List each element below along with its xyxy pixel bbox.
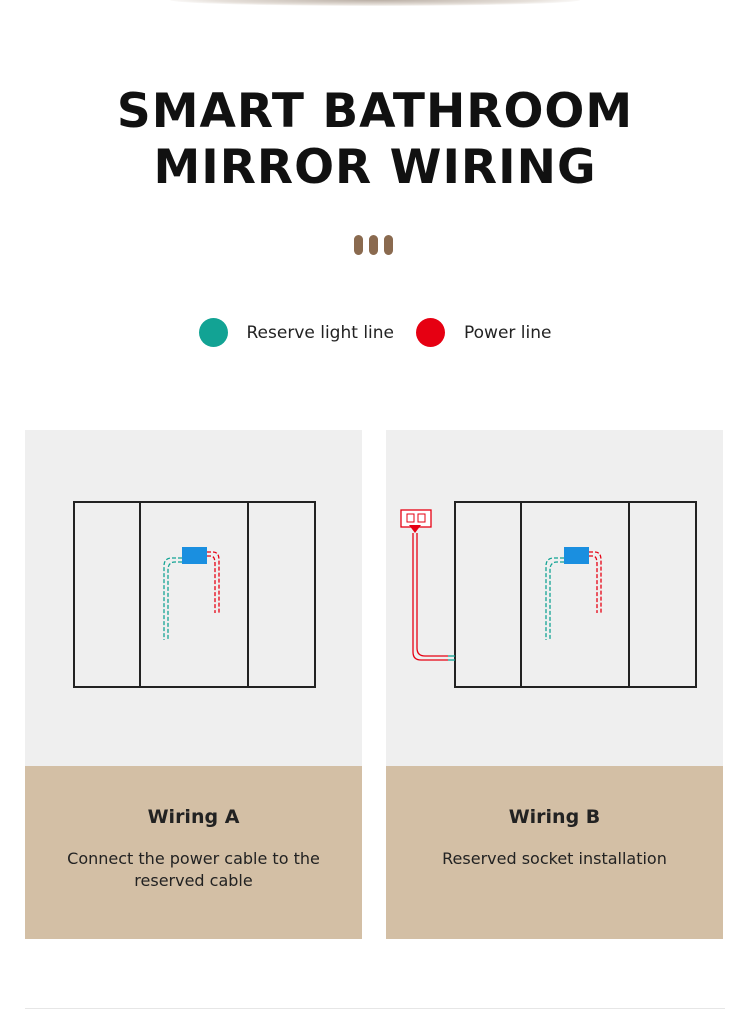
legend-item-reserve-light-line: Reserve light line <box>198 318 395 347</box>
reserve-light-line <box>545 557 564 640</box>
power-line <box>207 551 220 613</box>
divider-dot <box>354 235 363 255</box>
divider-dots <box>354 235 393 255</box>
divider-dot <box>369 235 378 255</box>
page-title-line-2: MIRROR WIRING <box>153 140 597 195</box>
legend-item-power-line: Power line <box>416 318 551 347</box>
mirror-cabinet-outline <box>454 501 697 688</box>
wiring-card-a: Wiring A Connect the power cable to the … <box>25 430 362 939</box>
red-circle-icon <box>416 318 445 347</box>
wiring-caption-panel: Wiring A Connect the power cable to the … <box>25 766 362 939</box>
cable-entry <box>448 655 455 661</box>
power-cable <box>412 533 448 661</box>
power-line <box>589 551 602 613</box>
legend-label: Power line <box>464 322 552 343</box>
wiring-diagram-panel <box>386 430 723 766</box>
divider-dot <box>384 235 393 255</box>
wiring-b-diagram <box>400 501 697 688</box>
wall-socket-icon <box>400 509 432 533</box>
mirror-cabinet-outline <box>73 501 316 688</box>
legend-label: Reserve light line <box>246 322 395 343</box>
wiring-diagram-panel <box>25 430 362 766</box>
card-title: Wiring B <box>508 806 601 828</box>
connector-box <box>564 547 589 564</box>
card-title: Wiring A <box>147 806 240 828</box>
reserve-light-line <box>163 557 182 640</box>
wiring-card-b: Wiring B Reserved socket installation <box>386 430 723 939</box>
page-title-line-1: SMART BATHROOM <box>116 84 634 139</box>
card-description: Reserved socket installation <box>442 849 667 868</box>
connector-box <box>182 547 207 564</box>
top-shadow-decoration <box>170 0 580 6</box>
card-description: Connect the power cable to the reserved … <box>67 849 320 890</box>
footer-divider <box>25 1008 725 1009</box>
wiring-a-diagram <box>73 501 316 688</box>
legend: Reserve light line Power line <box>0 318 750 347</box>
wiring-caption-panel: Wiring B Reserved socket installation <box>386 766 723 939</box>
teal-circle-icon <box>198 318 228 347</box>
